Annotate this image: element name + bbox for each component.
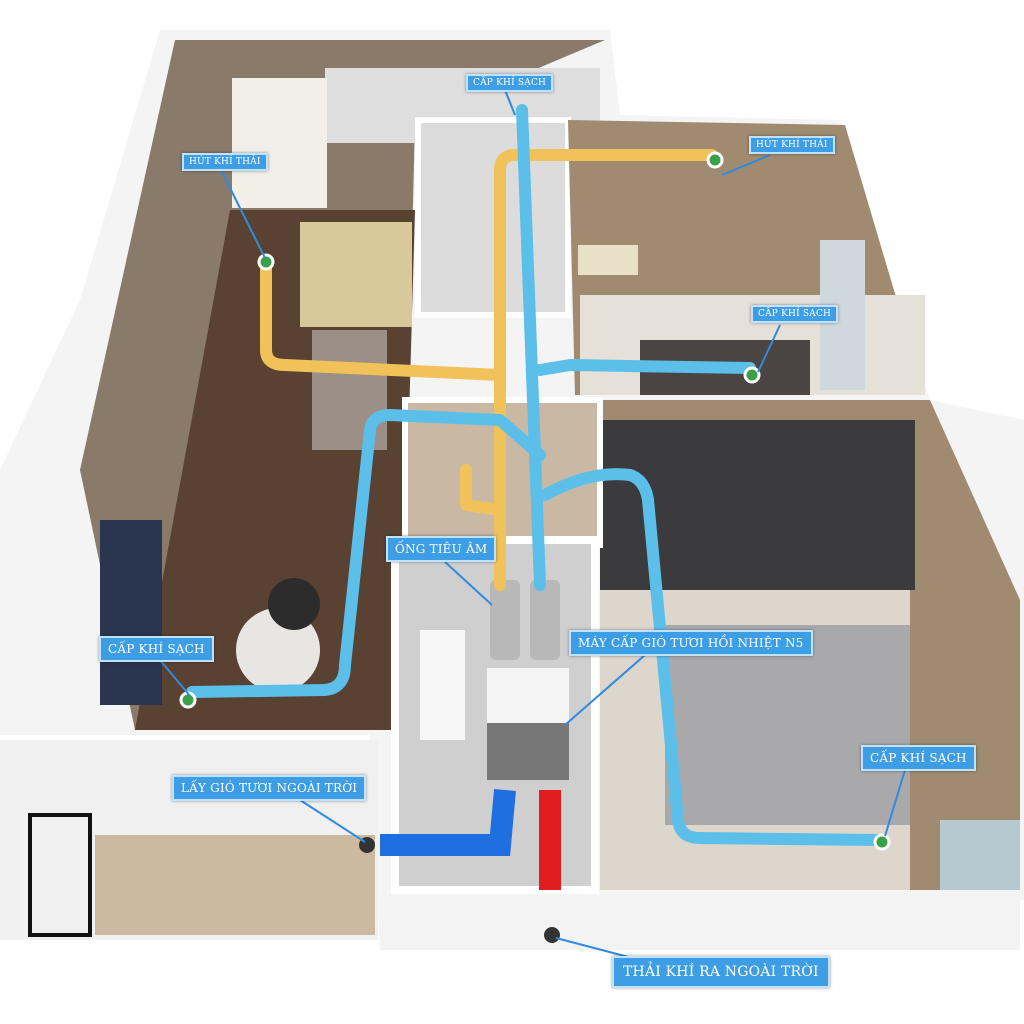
bed2 — [665, 625, 910, 825]
label-supply-bedroom1: CẤP KHÍ SẠCH — [751, 305, 839, 323]
label-supply-bedroom2: CẤP KHÍ SẠCH — [861, 745, 976, 771]
label-exhaust-kitchen: HÚT KHÍ THẢI — [182, 153, 268, 171]
label-supply-top: CẤP KHÍ SẠCH — [466, 74, 554, 92]
label-fresh-air-intake: LẤY GIÓ TƯƠI NGOÀI TRỜI — [172, 775, 367, 801]
exhaust-duct — [260, 149, 718, 591]
kitchen-island — [300, 222, 412, 327]
silencer-2 — [530, 580, 560, 660]
erv-unit-top — [487, 668, 569, 723]
label-silencer: ỐNG TIÊU ÂM — [386, 536, 497, 562]
balcony-floor — [95, 835, 375, 935]
air-grilles — [179, 151, 891, 851]
label-supply-living: CẤP KHÍ SẠCH — [99, 636, 214, 662]
supply-duct — [186, 104, 886, 846]
label-erv-unit: MÁY CẤP GIÓ TƯƠI HỒI NHIỆT N5 — [569, 630, 813, 656]
stool — [268, 578, 320, 630]
front-wall — [380, 895, 1020, 950]
washbasin — [420, 630, 465, 740]
window2 — [940, 820, 1020, 890]
label-exhaust-outdoor: THẢI KHÍ RA NGOÀI TRỜI — [612, 956, 830, 988]
fresh-air-intake-pipe — [380, 789, 516, 856]
silencer-1 — [490, 580, 520, 660]
desk — [578, 245, 638, 275]
door — [232, 78, 327, 208]
balcony-railing — [28, 813, 92, 937]
label-exhaust-bedroom1: HÚT KHÍ THẢI — [749, 136, 835, 154]
exhaust-vent — [544, 927, 560, 943]
wall-art — [100, 520, 162, 705]
